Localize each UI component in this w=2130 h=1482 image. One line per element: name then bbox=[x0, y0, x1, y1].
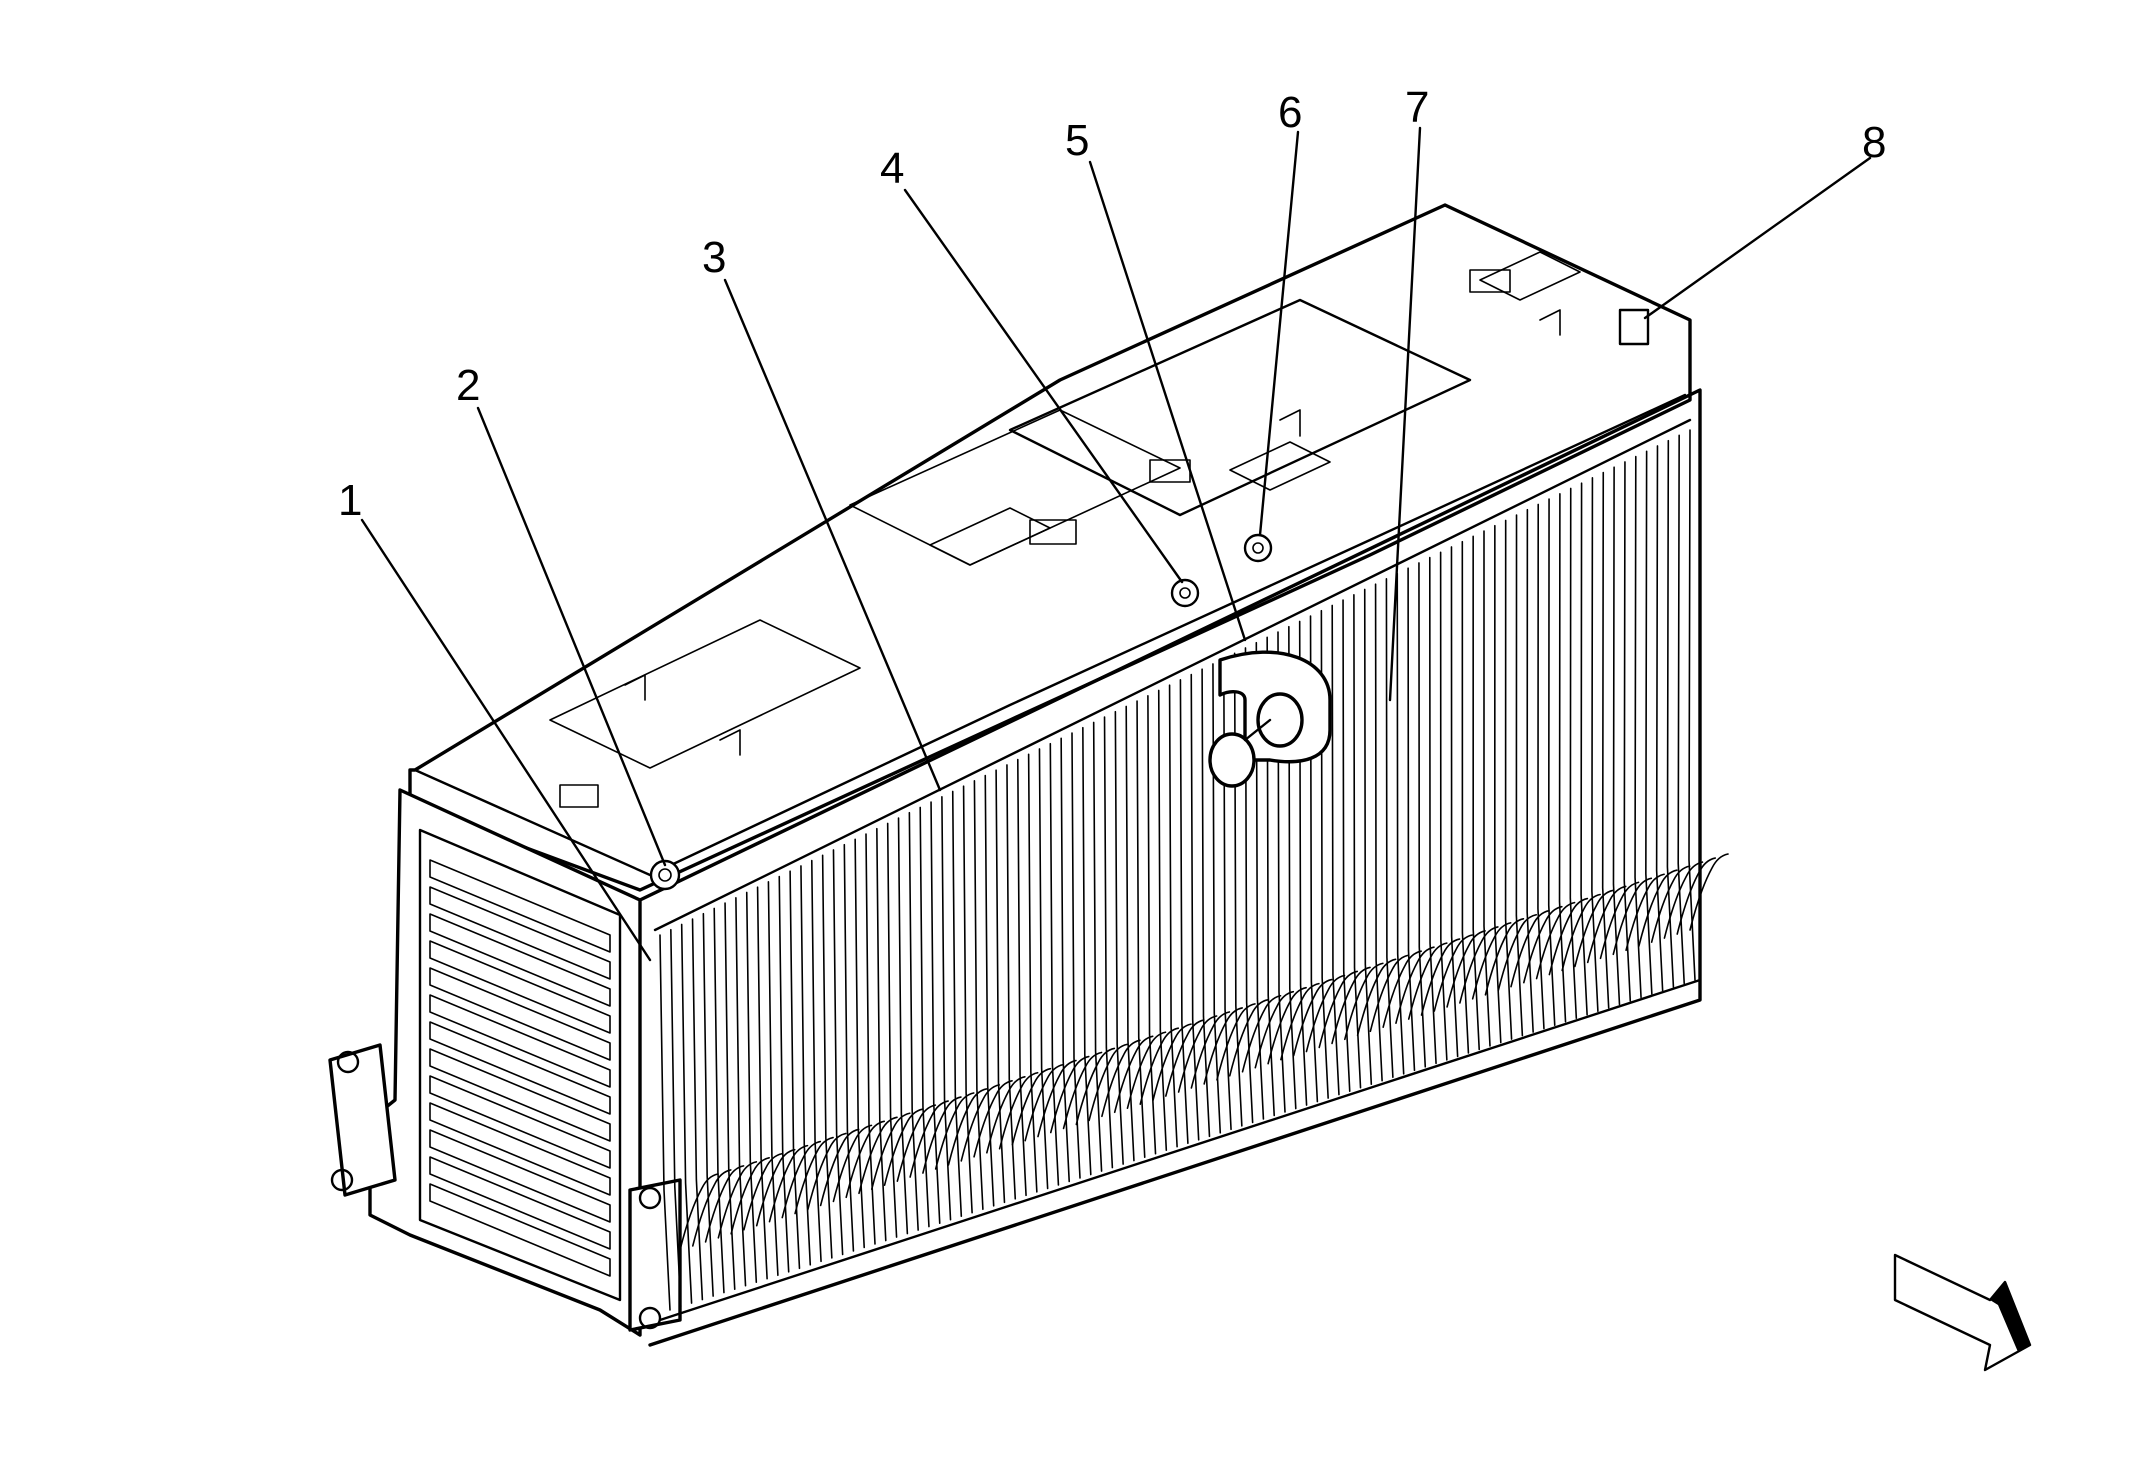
callout-1: 1 bbox=[338, 476, 362, 525]
callout-8: 8 bbox=[1862, 118, 1886, 167]
battery-studs bbox=[649, 308, 1650, 891]
battery-end-cap bbox=[328, 788, 682, 1337]
coolant-pipe bbox=[1208, 650, 1332, 788]
cell-lower-curves bbox=[679, 853, 1729, 1251]
direction-arrow-icon bbox=[1893, 1253, 2032, 1372]
callout-4: 4 bbox=[880, 144, 904, 193]
end-cap-louvres bbox=[429, 859, 611, 1277]
callout-labels: 1 2 3 4 5 6 7 8 bbox=[338, 83, 1886, 525]
callout-5: 5 bbox=[1065, 116, 1089, 165]
callout-6: 6 bbox=[1278, 88, 1302, 137]
callout-2: 2 bbox=[456, 361, 480, 410]
callout-leaders bbox=[360, 126, 1872, 962]
callout-3: 3 bbox=[702, 233, 726, 282]
callout-7: 7 bbox=[1405, 83, 1429, 132]
